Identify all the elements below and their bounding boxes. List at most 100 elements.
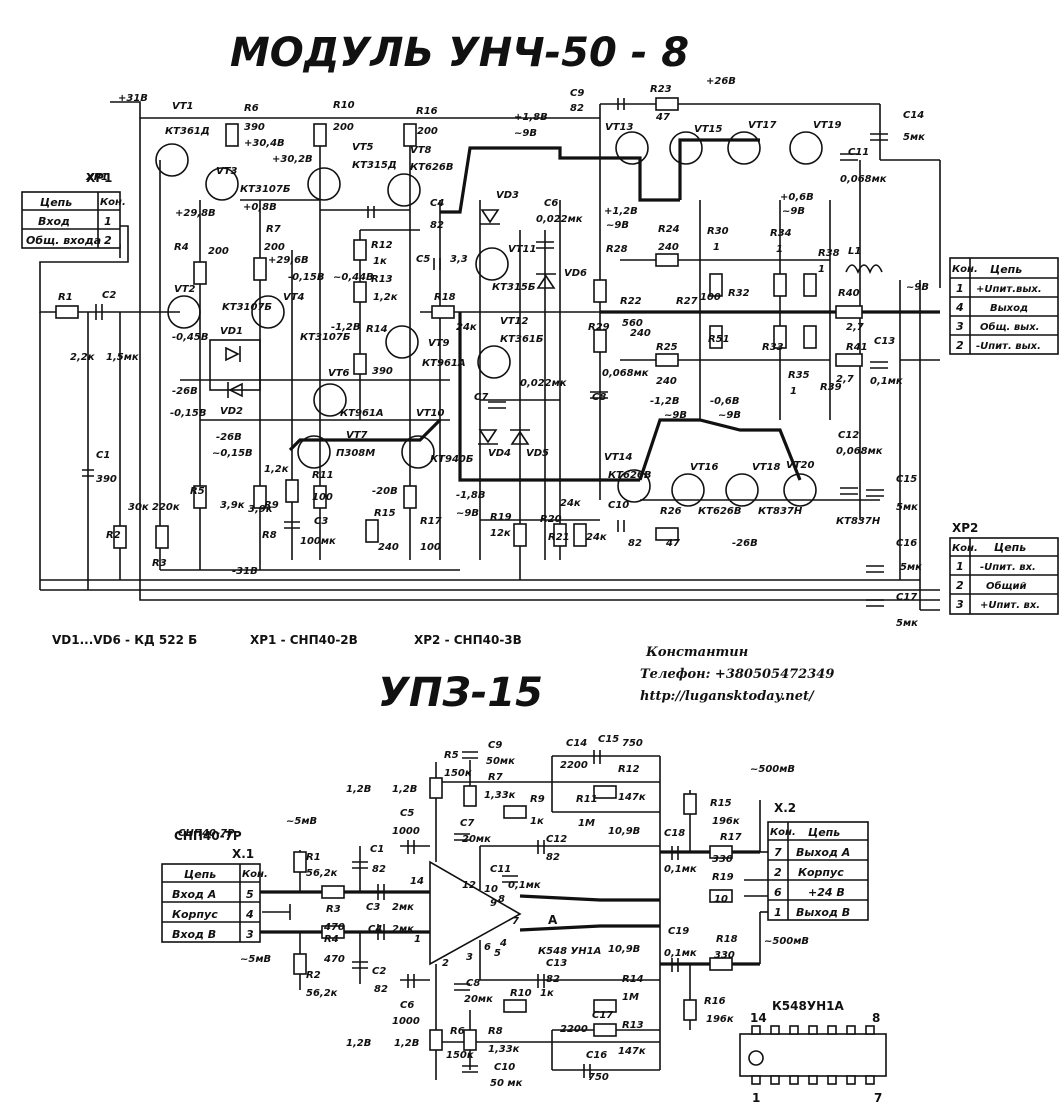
top-component-label: R30 — [707, 226, 729, 237]
top-component-label: R15 — [374, 508, 396, 519]
top-component-label: +29,6В — [268, 255, 309, 266]
x1-r1-pin: 4 — [245, 908, 254, 921]
top-component-label: 12к — [490, 528, 511, 539]
bottom-component-label: 8 — [498, 894, 505, 905]
bottom-component-label: R9 — [530, 794, 545, 805]
ic-pin8: 8 — [872, 1011, 880, 1025]
top-component-label: R14 — [366, 324, 388, 335]
bottom-component-label: 14 — [410, 876, 424, 887]
top-component-label: ~9В — [718, 410, 741, 421]
top-component-label: 1 — [776, 244, 783, 255]
xp2-r0-name: -Uпит. вх. — [980, 562, 1036, 573]
top-component-label: R35 — [788, 370, 810, 381]
bottom-component-label: C13 — [546, 958, 567, 969]
x1-connector-table: СНП40-7Р X.1 Цепь Кон. Вход А 5 Корпус 4… — [161, 829, 268, 943]
out-r3-name: -Uпит. вых. — [976, 341, 1041, 352]
top-component-label: КТ940Б — [430, 454, 474, 465]
top-component-label: L1 — [848, 246, 861, 257]
top-component-label: 24к — [456, 322, 477, 333]
bottom-component-label: 1000 — [392, 1016, 420, 1027]
top-component-label: КТ3107Б — [240, 184, 291, 195]
note-xp2: XP2 - СНП40-3В — [414, 633, 522, 647]
x2-h1: Кон. — [770, 827, 796, 838]
bottom-component-label: 82 — [546, 852, 560, 863]
bottom-component-label: R12 — [618, 764, 640, 775]
top-component-label: 240 — [658, 242, 679, 253]
top-component-label: 5мк — [896, 502, 918, 513]
bottom-component-label: 10,9В — [608, 826, 640, 837]
x1-r2-name: Вход В — [172, 928, 216, 941]
top-component-label: R27 — [676, 296, 698, 307]
top-component-label: КТ626В — [698, 506, 742, 517]
bottom-component-label: 7 — [512, 916, 519, 927]
top-component-label: C7 — [474, 392, 488, 403]
bottom-component-label: 2200 — [560, 760, 588, 771]
top-component-label: VD2 — [220, 406, 243, 417]
bottom-component-label: R3 — [326, 904, 341, 915]
top-component-label: КТ315Д — [352, 160, 397, 171]
top-component-label: 2,7 — [836, 374, 854, 385]
bottom-component-label: ~5мВ — [286, 816, 317, 827]
top-component-label: XP1 — [85, 172, 108, 183]
top-component-label: 47 — [655, 112, 670, 123]
top-component-label: -0,15В — [170, 408, 206, 419]
ic-pin1: 1 — [752, 1091, 760, 1105]
top-component-label: ~9В — [606, 220, 629, 231]
xp1-h1: Цепь — [40, 196, 72, 209]
x1-r1-name: Корпус — [172, 908, 218, 921]
ic-pin — [789, 1075, 799, 1085]
title-unch: МОДУЛЬ УНЧ-50 - 8 — [230, 30, 689, 76]
top-component-label: ~9В — [664, 410, 687, 421]
xp2-r2-name: +Uпит. вх. — [980, 600, 1040, 611]
bottom-component-label: 10 — [484, 884, 498, 895]
top-component-label: C10 — [608, 500, 629, 511]
opamp-label: К548 УН1А — [538, 946, 601, 957]
bottom-circuit-wiring — [260, 750, 770, 1080]
top-component-label: R7 — [266, 224, 281, 235]
top-component-label: R20 — [540, 514, 562, 525]
bottom-component-label: 1к — [530, 816, 544, 827]
top-component-label: 240 — [630, 328, 651, 339]
top-component-label: VT9 — [428, 338, 450, 349]
top-component-label: 200 — [264, 242, 285, 253]
xp1-row0-name: Вход — [38, 215, 70, 228]
bottom-component-label: 1,33к — [484, 790, 516, 801]
xp1-row1-pin: 2 — [104, 234, 112, 247]
bottom-component-label: 82 — [546, 974, 560, 985]
bottom-component-label: R5 — [444, 750, 459, 761]
out-r2-pin: 3 — [956, 320, 964, 333]
top-component-label: VT4 — [283, 292, 305, 303]
bottom-component-label: 2мк — [392, 924, 414, 935]
bottom-component-label: 12 — [462, 880, 476, 891]
bottom-component-label: 9 — [490, 898, 497, 909]
top-component-label: C2 — [102, 290, 116, 301]
top-component-label: C4 — [430, 198, 444, 209]
top-component-label: R19 — [490, 512, 512, 523]
x2-r0-pin: 7 — [774, 846, 782, 859]
top-component-label: 0,022мк — [536, 214, 583, 225]
top-component-label: R25 — [656, 342, 678, 353]
top-component-label: 2,2к — [70, 352, 95, 363]
title-upz: УПЗ-15 — [378, 670, 543, 716]
bottom-component-label: 56,2к — [306, 868, 338, 879]
credit-phone: Телефон: +380505472349 — [640, 667, 834, 682]
bottom-component-label: ~500мВ — [750, 764, 795, 775]
x1-h1: Цепь — [184, 868, 216, 881]
top-component-label: R12 — [371, 240, 393, 251]
bottom-component-label: 0,1мк — [508, 880, 541, 891]
bottom-component-label: R16 — [704, 996, 726, 1007]
bottom-component-label: 1 — [414, 934, 421, 945]
out-r1-name: Выход — [990, 303, 1028, 314]
ic-pin — [865, 1075, 875, 1085]
bottom-component-label: 330 — [712, 854, 733, 865]
top-component-label: +0,8В — [243, 202, 277, 213]
x2-name: X.2 — [774, 801, 796, 815]
xp2-r0-pin: 1 — [956, 560, 964, 573]
top-component-label: ~9В — [456, 508, 479, 519]
credit-url: http://lugansktoday.net/ — [640, 689, 815, 704]
top-component-label: ~0,15В — [212, 448, 253, 459]
x2-r3-pin: 1 — [774, 906, 782, 919]
top-component-label: C8 — [592, 392, 606, 403]
top-component-label: C14 — [903, 110, 924, 121]
